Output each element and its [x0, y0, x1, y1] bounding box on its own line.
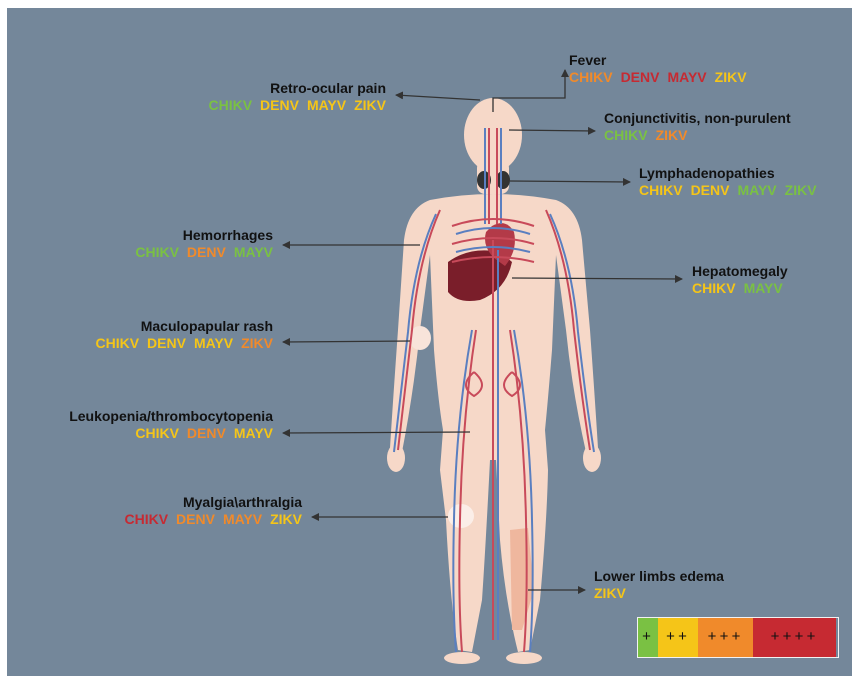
arrow-lymph [510, 181, 630, 182]
virus-list: CHIKV DENV MAYV [12, 425, 273, 442]
virus-mayv: MAYV [737, 182, 776, 198]
virus-list: CHIKV MAYV [692, 280, 788, 297]
virus-denv: DENV [147, 335, 186, 351]
symptom-title: Lymphadenopathies [639, 165, 817, 182]
label-retro-ocular: Retro-ocular pain CHIKV DENV MAYV ZIKV [170, 80, 386, 114]
arrow-rash [283, 341, 410, 342]
label-hemorrhages: Hemorrhages CHIKV DENV MAYV [70, 227, 273, 261]
label-hepatomegaly: Hepatomegaly CHIKV MAYV [692, 263, 788, 297]
virus-denv: DENV [176, 511, 215, 527]
virus-chikv: CHIKV [135, 425, 179, 441]
virus-chikv: CHIKV [124, 511, 168, 527]
label-maculopapular-rash: Maculopapular rash CHIKV DENV MAYV ZIKV [40, 318, 273, 352]
virus-zikv: ZIKV [241, 335, 273, 351]
virus-zikv: ZIKV [270, 511, 302, 527]
virus-denv: DENV [260, 97, 299, 113]
virus-list: CHIKV DENV MAYV ZIKV [60, 511, 302, 528]
virus-list: CHIKV ZIKV [604, 127, 791, 144]
virus-chikv: CHIKV [135, 244, 179, 260]
symptom-title: Retro-ocular pain [170, 80, 386, 97]
virus-chikv: CHIKV [639, 182, 683, 198]
virus-denv: DENV [187, 244, 226, 260]
legend-level-1: + [638, 618, 658, 657]
virus-mayv: MAYV [667, 69, 706, 85]
virus-mayv: MAYV [234, 425, 273, 441]
virus-chikv: CHIKV [692, 280, 736, 296]
severity-legend: ++++++++++ [637, 617, 839, 658]
legend-level-3: +++ [698, 618, 753, 657]
label-myalgia: Myalgia\arthralgia CHIKV DENV MAYV ZIKV [60, 494, 302, 528]
virus-denv: DENV [621, 69, 660, 85]
lymph-node-right [496, 171, 510, 189]
virus-mayv: MAYV [234, 244, 273, 260]
arrow-leukopenia [283, 432, 470, 433]
virus-denv: DENV [187, 425, 226, 441]
virus-zikv: ZIKV [594, 585, 626, 601]
virus-zikv: ZIKV [785, 182, 817, 198]
label-leukopenia: Leukopenia/thrombocytopenia CHIKV DENV MAY… [12, 408, 273, 442]
virus-mayv: MAYV [223, 511, 262, 527]
virus-mayv: MAYV [744, 280, 783, 296]
virus-denv: DENV [691, 182, 730, 198]
label-lymphadenopathies: Lymphadenopathies CHIKV DENV MAYV ZIKV [639, 165, 817, 199]
symptom-title: Lower limbs edema [594, 568, 724, 585]
arrow-retro-ocular [396, 95, 480, 100]
virus-zikv: ZIKV [656, 127, 688, 143]
virus-chikv: CHIKV [95, 335, 139, 351]
virus-list: CHIKV DENV MAYV ZIKV [170, 97, 386, 114]
virus-list: CHIKV DENV MAYV ZIKV [40, 335, 273, 352]
symptom-title: Maculopapular rash [40, 318, 273, 335]
virus-chikv: CHIKV [208, 97, 252, 113]
legend-level-4: ++++ [753, 618, 836, 657]
symptom-title: Myalgia\arthralgia [60, 494, 302, 511]
arrow-conjunctivitis [509, 130, 595, 131]
virus-list: ZIKV [594, 585, 724, 602]
symptom-title: Conjunctivitis, non-purulent [604, 110, 791, 127]
virus-chikv: CHIKV [569, 69, 613, 85]
virus-mayv: MAYV [194, 335, 233, 351]
virus-mayv: MAYV [307, 97, 346, 113]
symptom-title: Fever [569, 52, 747, 69]
virus-list: CHIKV DENV MAYV ZIKV [569, 69, 747, 86]
legend-level-2: ++ [658, 618, 698, 657]
label-lower-limbs-edema: Lower limbs edema ZIKV [594, 568, 724, 602]
virus-chikv: CHIKV [604, 127, 648, 143]
virus-list: CHIKV DENV MAYV [70, 244, 273, 261]
virus-list: CHIKV DENV MAYV ZIKV [639, 182, 817, 199]
symptom-title: Leukopenia/thrombocytopenia [12, 408, 273, 425]
virus-zikv: ZIKV [715, 69, 747, 85]
label-conjunctivitis: Conjunctivitis, non-purulent CHIKV ZIKV [604, 110, 791, 144]
virus-zikv: ZIKV [354, 97, 386, 113]
symptom-title: Hemorrhages [70, 227, 273, 244]
symptom-title: Hepatomegaly [692, 263, 788, 280]
label-fever: Fever CHIKV DENV MAYV ZIKV [569, 52, 747, 86]
